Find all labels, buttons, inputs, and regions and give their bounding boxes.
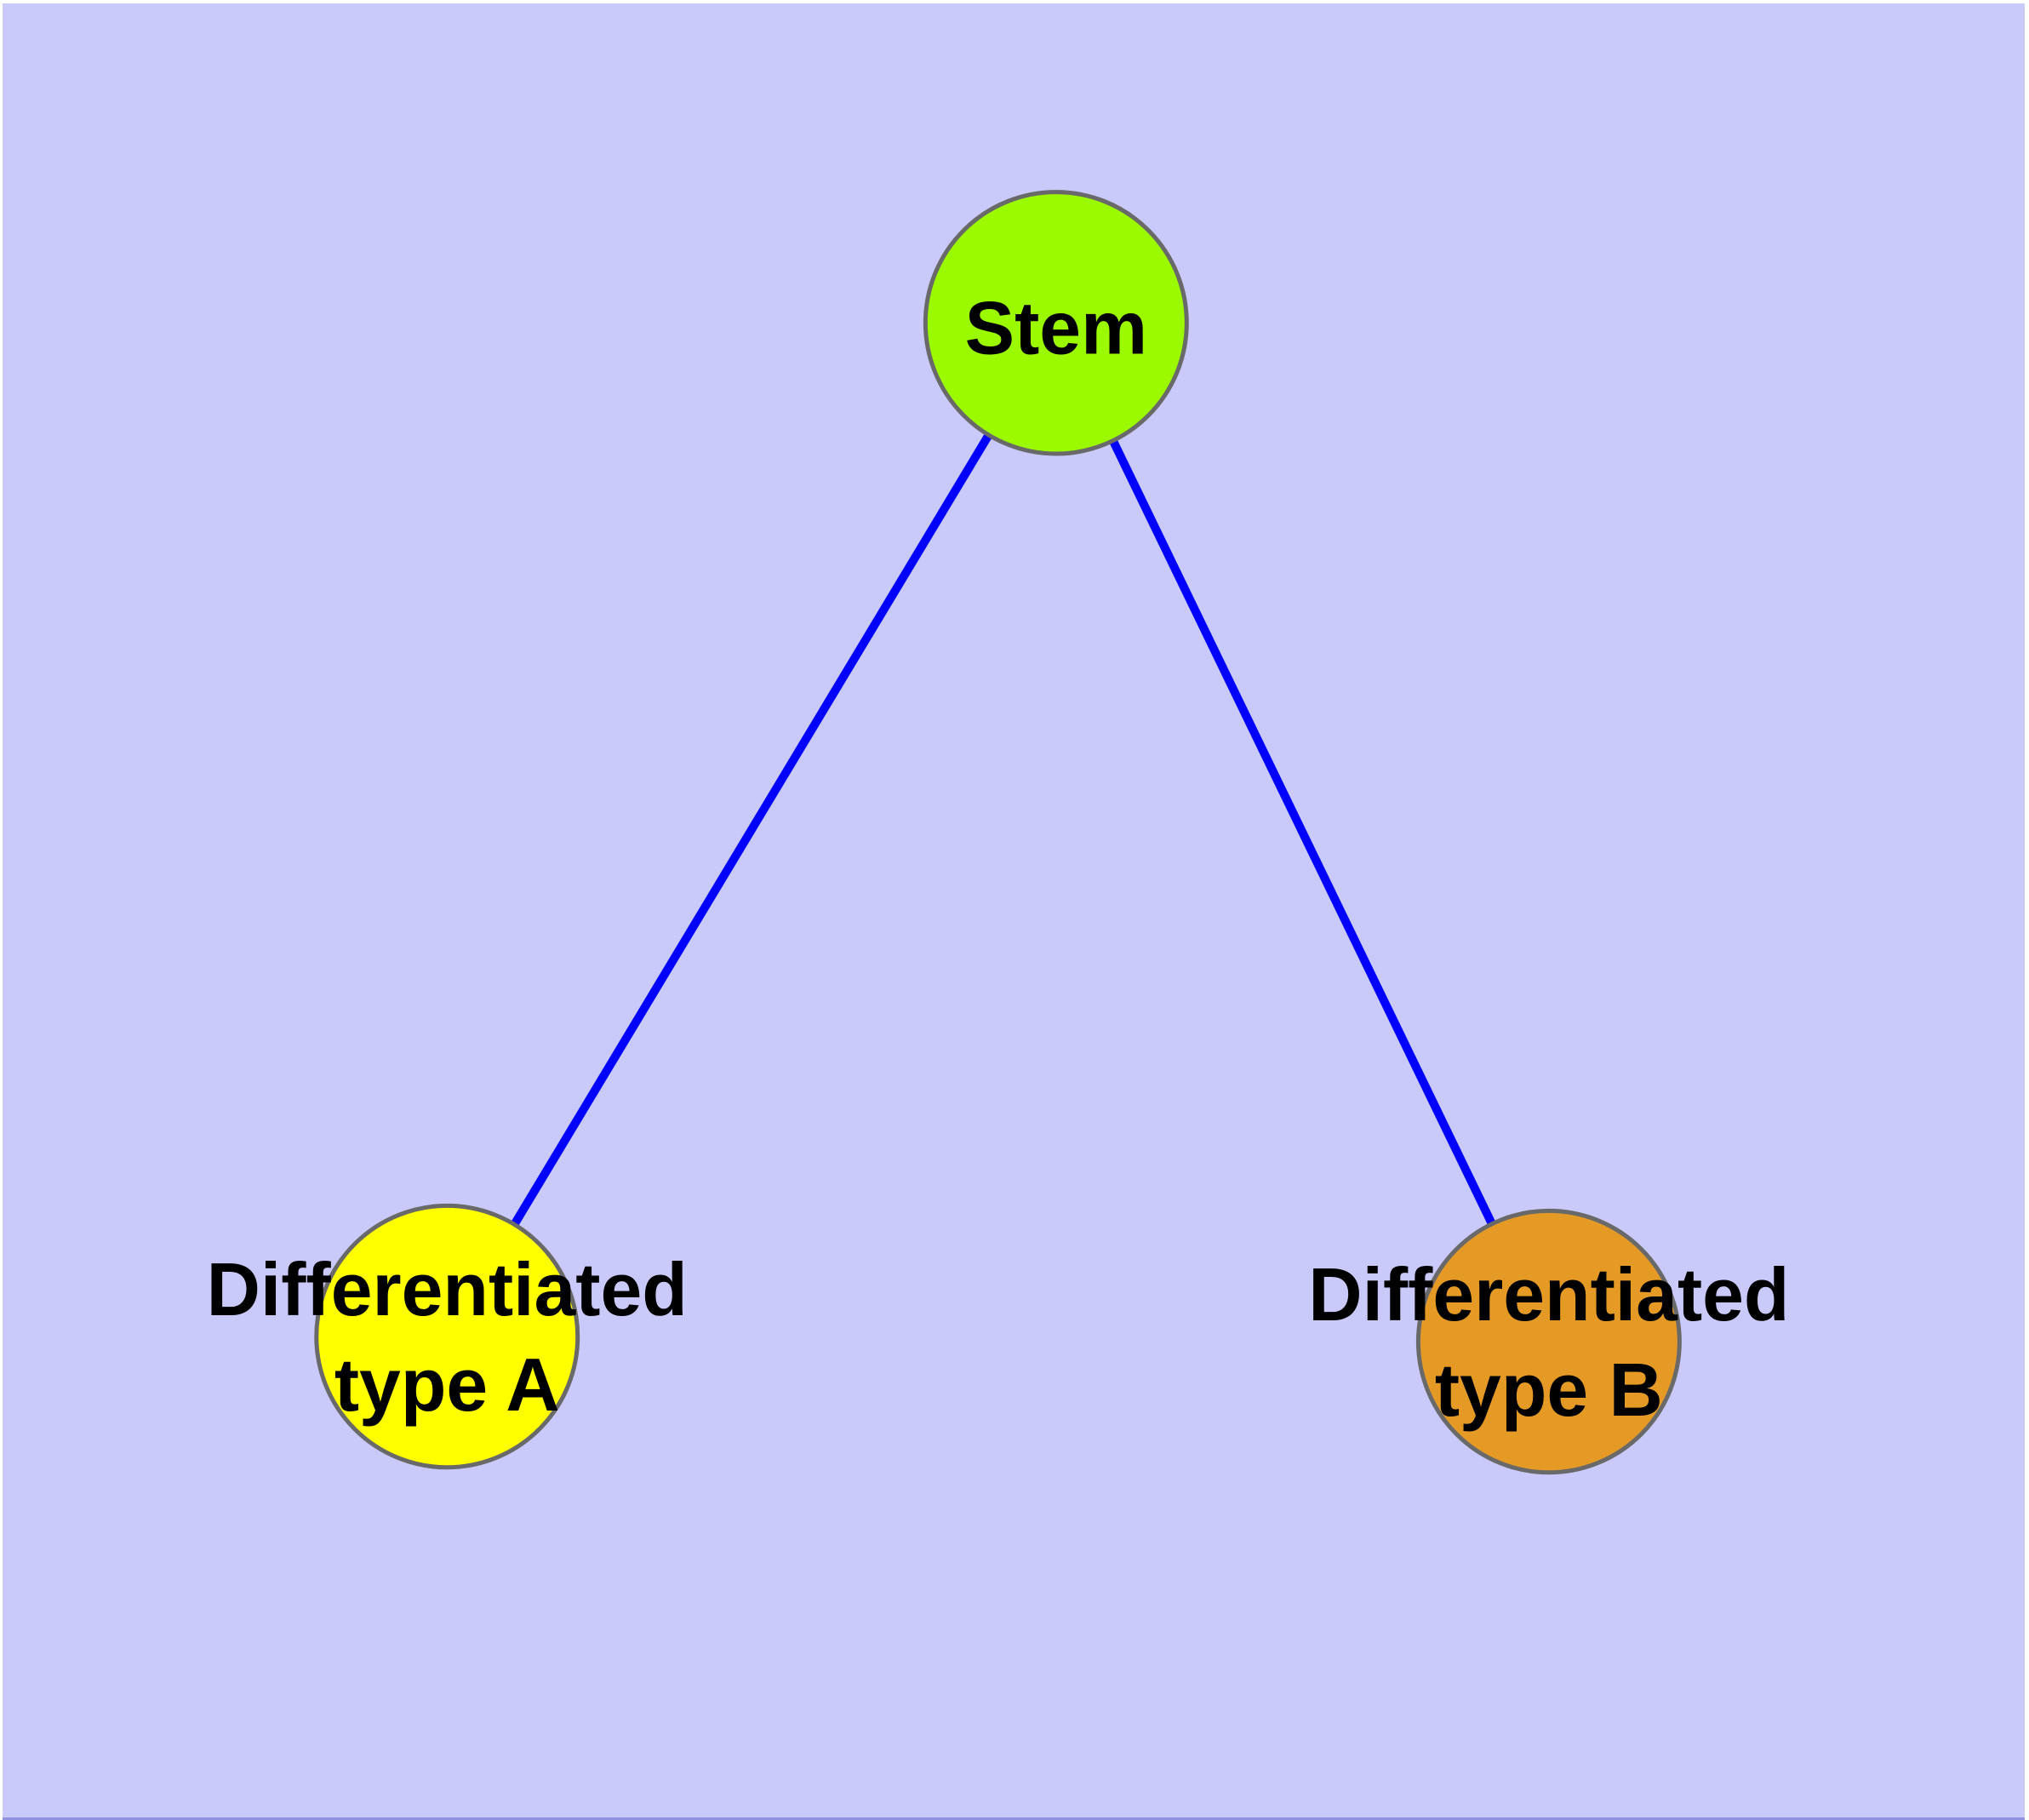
node-stem: [923, 190, 1189, 456]
node-differentiated-type-b: [1415, 1208, 1682, 1475]
node-type-b-label-line-2: type B: [1435, 1348, 1663, 1432]
node-type-a-label-line-1: Differentiated: [207, 1248, 688, 1331]
node-type-b-label-line-1: Differentiated: [1308, 1253, 1789, 1336]
edge-stem-to-type-a: [443, 320, 1060, 1339]
label-layer: Stem Differentiated type A Differentiate…: [207, 286, 1790, 1432]
node-type-a-label-line-2: type A: [334, 1343, 560, 1427]
node-differentiated-type-a: [314, 1203, 580, 1470]
node-layer: [314, 190, 1682, 1475]
node-stem-label: Stem: [965, 286, 1147, 369]
canvas-bottom-edge: [3, 1817, 2025, 1820]
graph-svg: Stem Differentiated type A Differentiate…: [207, 190, 1790, 1475]
edge-layer: [443, 320, 1553, 1344]
edge-stem-to-type-b: [1052, 321, 1553, 1344]
